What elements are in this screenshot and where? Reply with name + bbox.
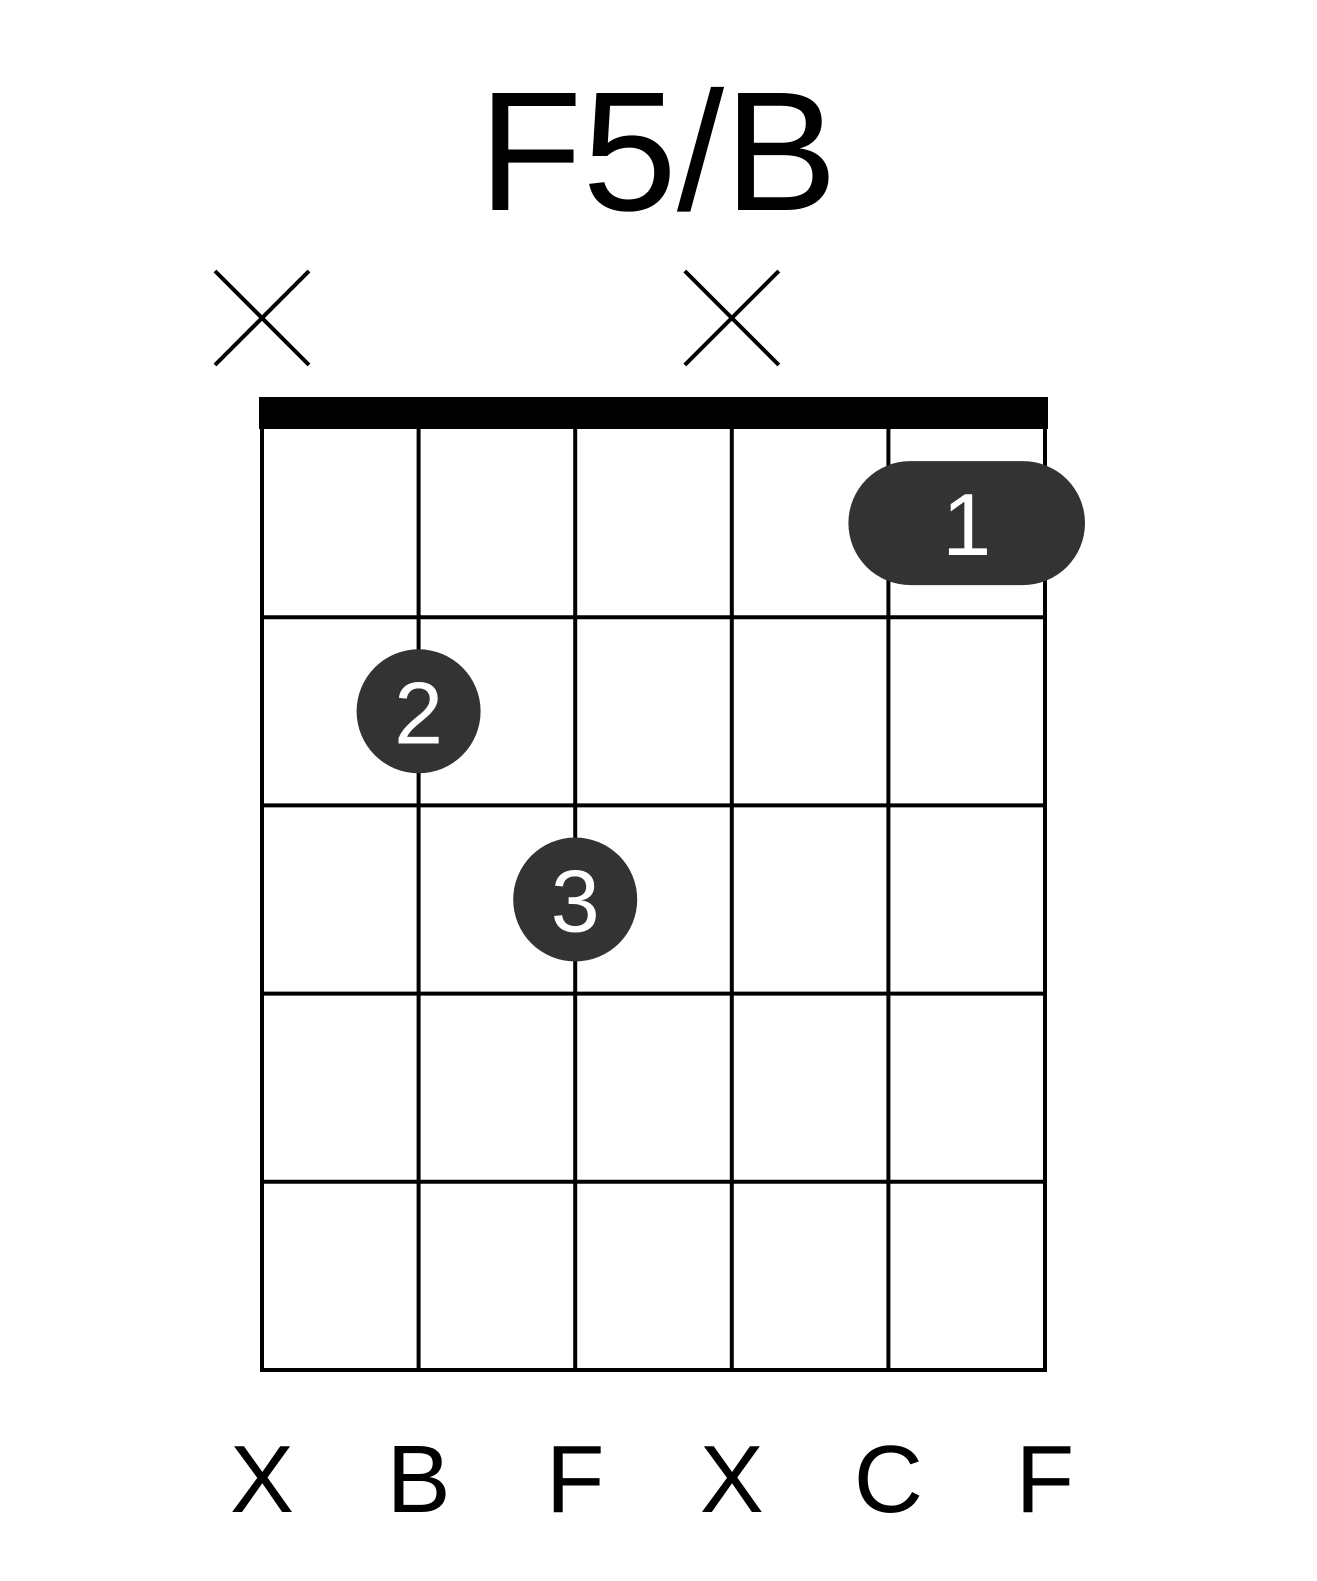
string-note-3: F <box>546 1426 605 1533</box>
string-note-4: X <box>700 1426 764 1533</box>
string-note-6: F <box>1016 1426 1075 1533</box>
muted-string-icon <box>683 269 781 367</box>
muted-string-markers <box>213 269 781 367</box>
string-note-1: X <box>230 1426 294 1533</box>
finger-number-1: 1 <box>942 475 991 574</box>
finger-number-3: 3 <box>551 852 600 951</box>
chord-title: F5/B <box>478 57 837 247</box>
string-note-2: B <box>387 1426 451 1533</box>
finger-number-2: 2 <box>394 663 443 762</box>
finger-dot-3 <box>513 837 638 962</box>
nut <box>259 397 1048 429</box>
finger-positions: 1 2 3 <box>356 461 1085 962</box>
barre-finger-1 <box>848 461 1085 586</box>
muted-string-icon <box>213 269 311 367</box>
string-note-5: C <box>854 1426 923 1533</box>
finger-dot-2 <box>356 649 481 774</box>
